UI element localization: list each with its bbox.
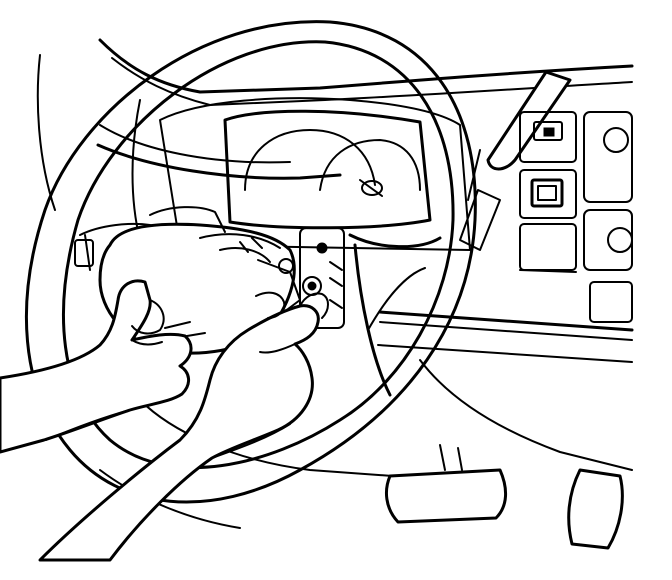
steering-wheel xyxy=(24,20,477,504)
right-hand xyxy=(38,291,329,562)
left-hand xyxy=(0,279,193,454)
climate-control-buttons xyxy=(519,111,633,323)
brake-pedal xyxy=(384,444,507,524)
turn-signal-stalk xyxy=(467,70,572,201)
wiring-connector xyxy=(199,227,345,329)
accelerator-pedal xyxy=(567,468,624,550)
gear-shift-lever xyxy=(459,189,501,251)
instrument-cluster xyxy=(159,97,471,251)
